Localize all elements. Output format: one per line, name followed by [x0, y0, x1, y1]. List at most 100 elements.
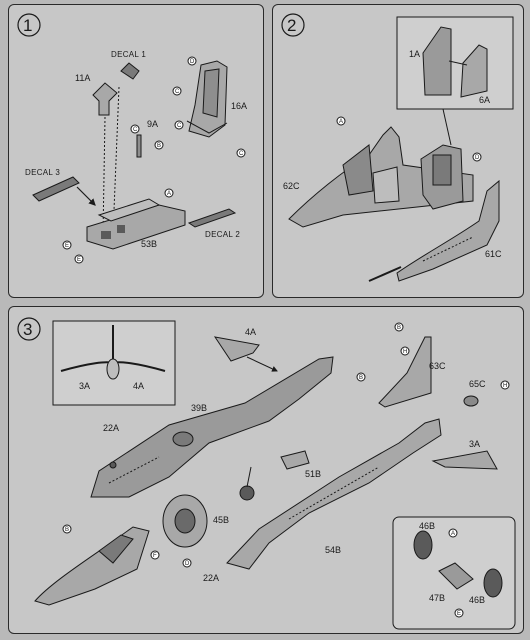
part-62c-label: 62C	[283, 181, 300, 191]
part-54b-label: 54B	[325, 545, 341, 555]
glue-e-marker-2: E	[74, 254, 84, 264]
glue-c-marker-2: C	[174, 120, 184, 130]
glue-d-marker-s2: D	[472, 152, 482, 162]
step-2-diagram: 2 1A 6A 62C A D 61C	[281, 13, 514, 282]
decal-1-shape	[120, 62, 140, 80]
part-22a-label: 22A	[103, 423, 119, 433]
step-3-panel: 3 3A 4A 4A 39B 22A 51B 45B D F 22A 54B	[8, 306, 524, 634]
glue-f-marker: F	[150, 550, 160, 560]
step-1-diagram: 1 16A D C C C DECAL 1 11A 9A C B DECAL 3…	[17, 13, 247, 264]
step-2-number: 2	[287, 16, 296, 35]
svg-text:C: C	[133, 127, 138, 133]
glue-d-marker-s3: D	[182, 558, 192, 568]
forward-fuselage	[34, 526, 150, 606]
exhaust-65c	[463, 395, 479, 407]
svg-text:E: E	[457, 611, 461, 617]
fuselage-half-54b	[226, 418, 442, 570]
inset-detail	[396, 16, 514, 146]
cockpit-assembly	[420, 144, 464, 210]
part-6a-label: 6A	[479, 95, 490, 105]
step-3-badge: 3	[17, 317, 41, 341]
fin-63c	[378, 336, 432, 408]
part-39b-label: 39B	[191, 403, 207, 413]
glue-h-marker: H	[400, 346, 410, 356]
fuselage-half-61c	[396, 179, 500, 282]
glue-c-marker-3: C	[236, 148, 246, 158]
stabilizer-3a	[431, 450, 498, 470]
decal-2-shape	[187, 208, 237, 228]
svg-text:D: D	[475, 155, 480, 161]
nose-gear	[239, 466, 255, 501]
tailplane-inset	[52, 320, 176, 406]
part-47b-label: 47B	[429, 593, 445, 603]
decal-3-shape	[32, 176, 80, 202]
svg-text:C: C	[175, 89, 180, 95]
part-53b-label: 53B	[141, 239, 157, 249]
main-gear-inset	[392, 516, 516, 630]
cockpit-tub-part	[86, 198, 186, 250]
svg-text:E: E	[65, 243, 69, 249]
glue-a-marker-s2: A	[336, 116, 346, 126]
svg-text:D: D	[190, 59, 195, 65]
step-1-number: 1	[23, 16, 32, 35]
svg-text:B: B	[397, 325, 401, 331]
part-3a-inset-label: 3A	[79, 381, 90, 391]
step-1-badge: 1	[17, 13, 41, 37]
decal-1-label: DECAL 1	[111, 50, 146, 59]
glue-c-marker-4: C	[130, 124, 140, 134]
fuselage-half-39b	[90, 356, 334, 498]
door-51b	[280, 450, 310, 470]
glue-b-marker-s3: B	[394, 322, 404, 332]
glue-a-marker-s3: A	[448, 528, 458, 538]
step-2-panel: 2 1A 6A 62C A D 61C	[272, 4, 524, 298]
part-11a-label: 11A	[75, 73, 90, 83]
svg-text:B: B	[157, 143, 161, 149]
glue-d-marker: D	[187, 56, 197, 66]
ejection-seat-part	[186, 60, 228, 138]
control-stick-part	[92, 82, 118, 116]
stabilizer-4a	[213, 336, 260, 362]
part-3a-label: 3A	[469, 439, 480, 449]
decal-3-label: DECAL 3	[25, 168, 60, 177]
svg-text:A: A	[167, 191, 171, 197]
step-1-panel: 1 16A D C C C DECAL 1 11A 9A C B DECAL 3…	[8, 4, 264, 298]
part-16a-label: 16A	[231, 101, 247, 111]
part-4a-label: 4A	[245, 327, 256, 337]
glue-a-marker: A	[164, 188, 174, 198]
svg-text:E: E	[77, 257, 81, 263]
throttle-part	[136, 134, 142, 158]
part-65c-label: 65C	[469, 379, 486, 389]
glue-e-marker-s3: E	[454, 608, 464, 618]
part-22a-label-2: 22A	[203, 573, 219, 583]
part-22a-shape	[109, 461, 117, 469]
part-4a-inset-label: 4A	[133, 381, 144, 391]
glue-b-marker-s3-3: B	[62, 524, 72, 534]
glue-h-marker-2: H	[500, 380, 510, 390]
part-9a-label: 9A	[147, 119, 158, 129]
svg-text:B: B	[359, 375, 363, 381]
decal-2-label: DECAL 2	[205, 230, 240, 239]
glue-c-marker: C	[172, 86, 182, 96]
svg-text:C: C	[239, 151, 244, 157]
part-61c-label: 61C	[485, 249, 502, 259]
svg-text:H: H	[403, 349, 407, 355]
part-63c-label: 63C	[429, 361, 446, 371]
glue-b-marker-s3-2: B	[356, 372, 366, 382]
step-3-number: 3	[23, 320, 32, 339]
svg-text:D: D	[185, 561, 190, 567]
step-3-diagram: 3 3A 4A 4A 39B 22A 51B 45B D F 22A 54B	[17, 317, 516, 630]
fuselage-half-62c	[288, 126, 474, 228]
step-2-badge: 2	[281, 13, 305, 37]
part-1a-label: 1A	[409, 49, 420, 59]
part-45b-label: 45B	[213, 515, 229, 525]
part-51b-label: 51B	[305, 469, 321, 479]
glue-e-marker: E	[62, 240, 72, 250]
part-46b-label-2: 46B	[469, 595, 485, 605]
intake-45b	[162, 494, 208, 548]
svg-text:B: B	[65, 527, 69, 533]
svg-text:A: A	[339, 119, 343, 125]
svg-text:A: A	[451, 531, 455, 537]
svg-text:F: F	[153, 553, 157, 559]
svg-text:C: C	[177, 123, 182, 129]
svg-text:H: H	[503, 383, 507, 389]
